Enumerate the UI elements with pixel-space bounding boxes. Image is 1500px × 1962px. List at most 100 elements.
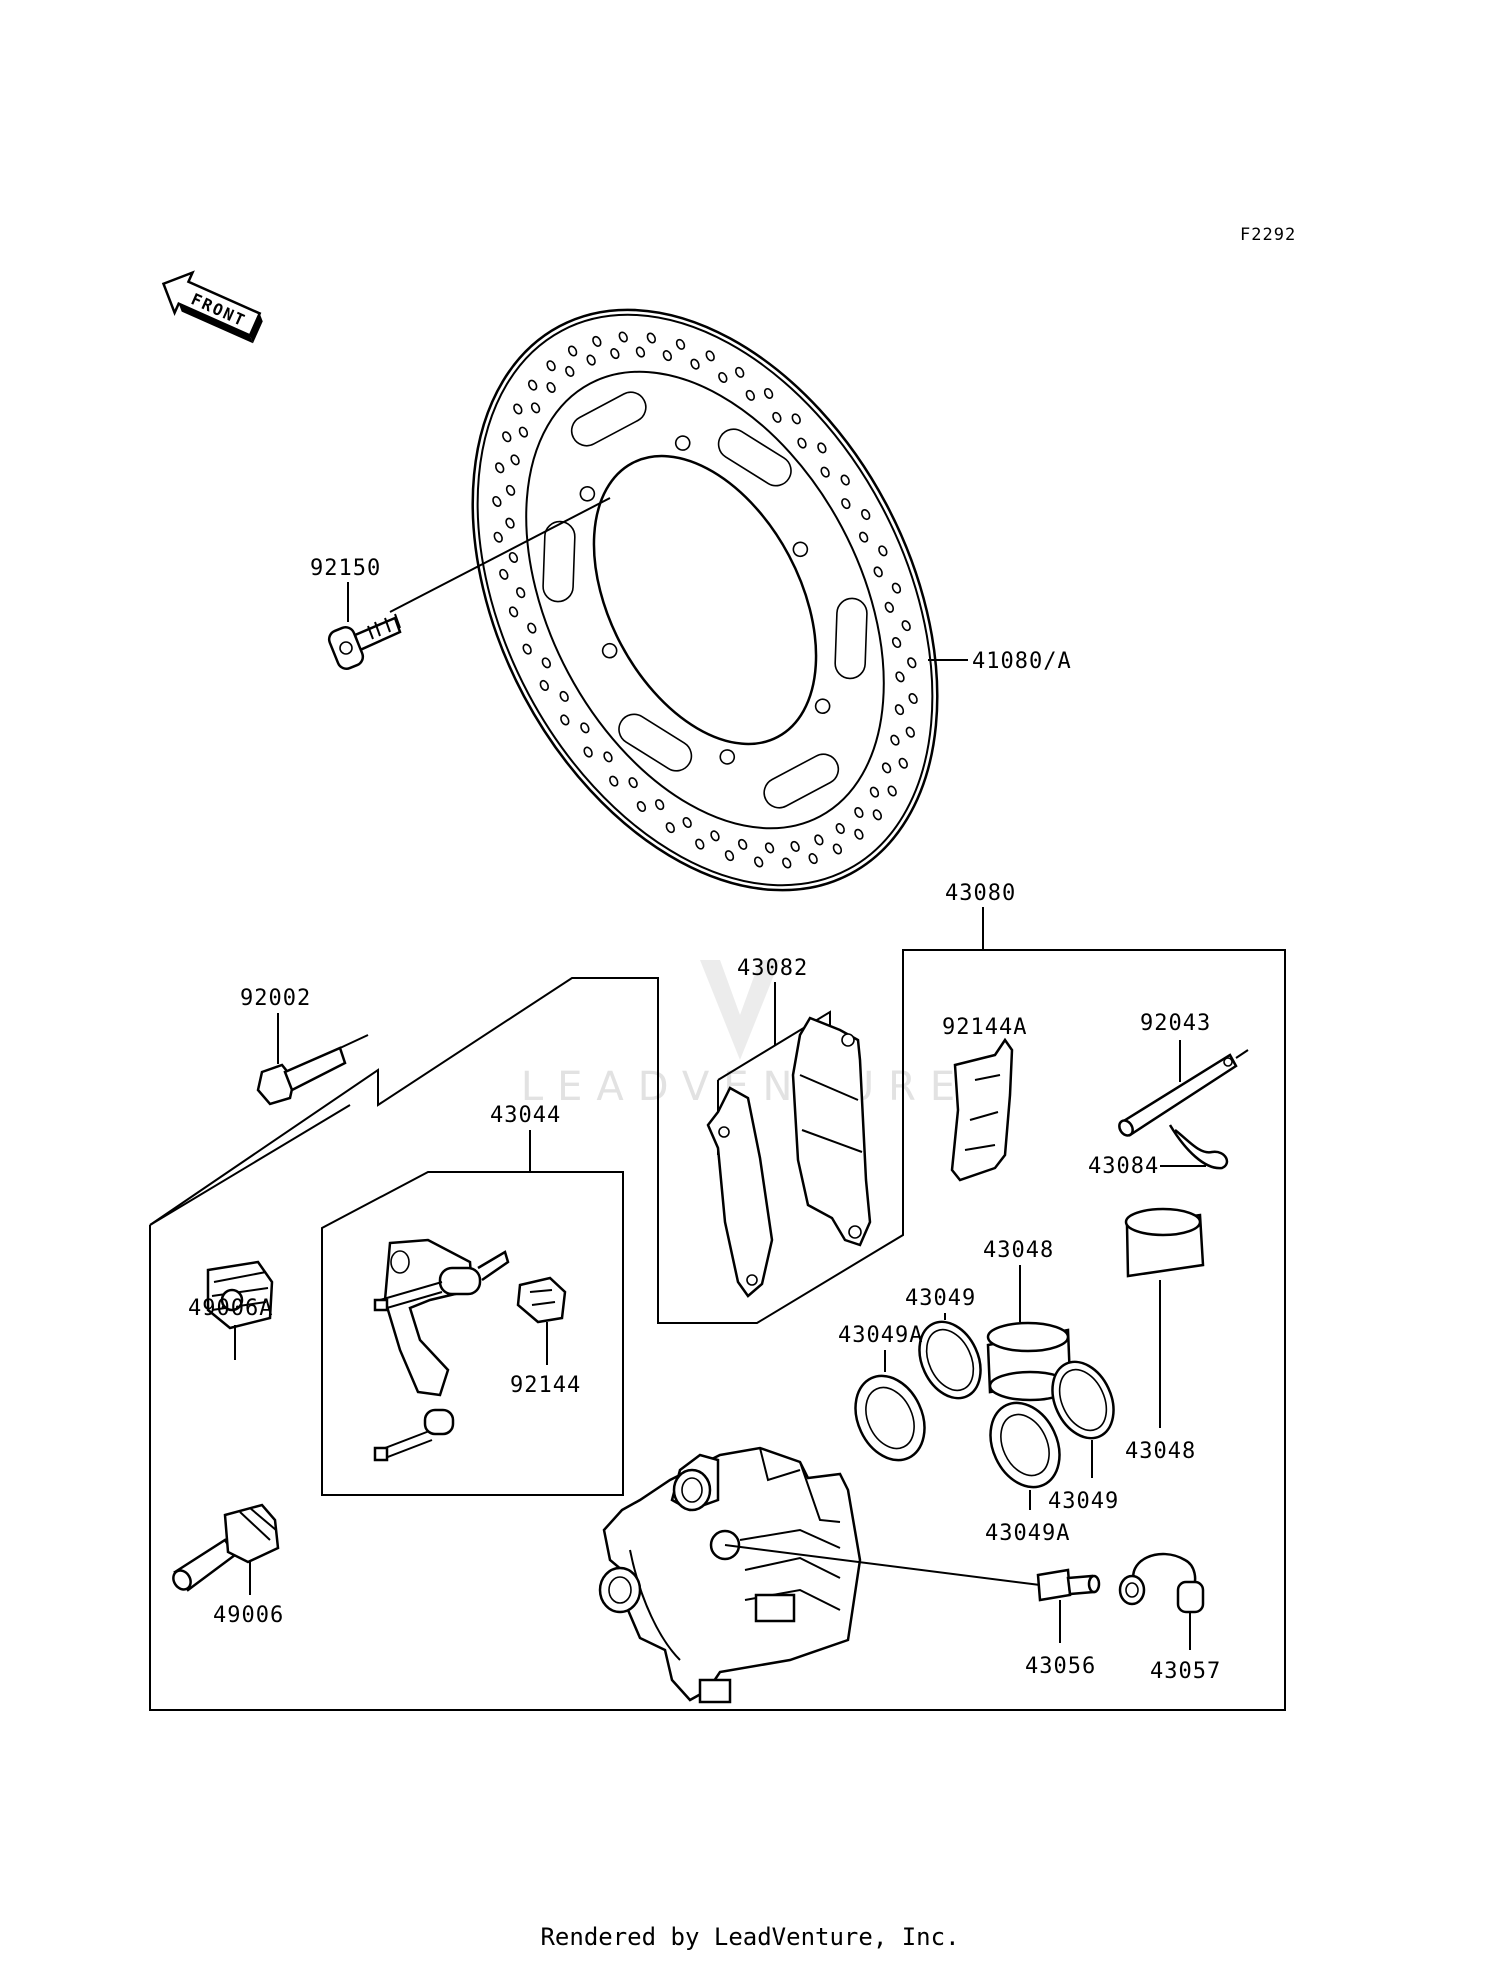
disc-drill-hole	[682, 817, 692, 829]
disc-drill-hole	[522, 643, 532, 655]
disc-drill-hole	[854, 807, 864, 819]
disc-drill-hole	[609, 775, 619, 787]
disc-drill-hole	[894, 704, 905, 716]
label-43056: 43056	[1025, 1654, 1096, 1679]
disc-drill-hole	[907, 657, 917, 669]
disc-drill-hole	[858, 531, 869, 543]
disc-drill-hole	[565, 365, 575, 377]
caliper-bracket	[373, 1238, 510, 1462]
bleed-valve-43056	[724, 1544, 1101, 1602]
disc-drill-hole	[567, 345, 578, 357]
caliper-assembly-frame	[149, 949, 1286, 1711]
disc-drill-hole	[735, 366, 745, 378]
label-92144A: 92144A	[942, 1015, 1027, 1040]
disc-drill-hole	[635, 346, 646, 358]
disc-drill-hole	[724, 850, 735, 862]
disc-drill-hole	[814, 834, 824, 846]
dust-seal-43049A-a	[854, 1374, 926, 1462]
disc-drill-hole	[675, 338, 686, 350]
disc-drill-hole	[753, 856, 764, 868]
label-92002: 92002	[240, 986, 311, 1011]
label-43048-b: 43048	[1125, 1439, 1196, 1464]
label-43049-a: 43049	[905, 1286, 976, 1311]
disc-drill-hole	[610, 348, 620, 360]
disc-drill-hole	[510, 454, 520, 466]
disc-slot	[717, 428, 792, 487]
disc-slot	[570, 391, 647, 447]
brake-pad-front	[706, 1086, 774, 1298]
disc-drill-hole	[873, 566, 883, 578]
disc-drill-hole	[908, 693, 918, 705]
disc-drill-hole	[662, 350, 673, 362]
disc-drill-hole	[832, 843, 843, 855]
disc-drill-hole	[618, 331, 628, 343]
disc-drill-hole	[881, 762, 892, 774]
label-43080: 43080	[945, 881, 1016, 906]
disc-drill-hole	[872, 809, 883, 821]
seal-43049-b	[1051, 1360, 1115, 1440]
disc-drill-hole	[710, 830, 720, 842]
disc-drill-hole	[527, 622, 537, 634]
disc-drill-hole	[884, 601, 894, 613]
disc-drill-hole	[508, 551, 519, 563]
disc-drill-hole	[541, 657, 552, 669]
label-43057: 43057	[1150, 1659, 1221, 1684]
disc-drill-hole	[508, 606, 519, 618]
disc-drill-hole	[763, 387, 774, 399]
disc-drill-hole	[861, 509, 871, 521]
label-43049A-b: 43049A	[985, 1521, 1070, 1546]
disc-drill-hole	[869, 786, 880, 798]
disc-bolt-hole	[601, 642, 618, 659]
bracket-subframe	[321, 1130, 624, 1496]
seal-43049-a	[918, 1320, 982, 1400]
disc-drill-hole	[583, 746, 593, 758]
disc-drill-hole	[539, 679, 549, 691]
disc-drill-hole	[841, 498, 851, 510]
disc-drill-hole	[492, 495, 502, 507]
disc-drill-hole	[891, 582, 902, 594]
disc-slot	[542, 520, 576, 603]
disc-drill-hole	[516, 587, 526, 599]
disc-drill-hole	[499, 568, 509, 580]
disc-drill-hole	[628, 777, 638, 789]
label-43049A-a: 43049A	[838, 1323, 923, 1348]
piston-43048-b	[1124, 1207, 1205, 1278]
disc-drill-hole	[546, 360, 556, 372]
caliper-body	[598, 1446, 862, 1704]
front-arrow-icon: FRONT	[161, 270, 263, 344]
disc-drill-hole	[592, 335, 602, 347]
label-92144: 92144	[510, 1373, 581, 1398]
disc-drill-hole	[505, 484, 516, 496]
pad-pin-92043	[1118, 1049, 1249, 1137]
disc-drill-hole	[530, 402, 541, 414]
disc-drill-hole	[808, 853, 818, 865]
clip-43084	[1168, 1124, 1229, 1170]
disc-bolt-hole	[814, 698, 831, 715]
disc-drill-hole	[636, 801, 647, 813]
brake-disc	[471, 308, 939, 892]
disc-drill-hole	[901, 620, 911, 632]
disc-drill-hole	[580, 722, 590, 734]
label-43049-b: 43049	[1048, 1489, 1119, 1514]
disc-drill-hole	[513, 403, 523, 415]
disc-drill-hole	[772, 411, 782, 423]
figure-code: F2292	[1240, 225, 1296, 245]
disc-drill-hole	[764, 842, 775, 854]
disc-drill-hole	[518, 426, 529, 438]
disc-drill-hole	[646, 332, 657, 344]
disc-drill-hole	[820, 466, 830, 478]
disc-drill-hole	[559, 690, 569, 702]
clip-92144	[516, 1276, 567, 1324]
disc-bolt-hole	[719, 749, 736, 765]
label-43084: 43084	[1088, 1154, 1159, 1179]
disc-drill-hole	[560, 714, 570, 726]
disc-drill-hole	[840, 474, 850, 486]
disc-drill-hole	[905, 726, 915, 738]
disc-bolt-hole	[792, 541, 809, 558]
disc-drill-hole	[797, 437, 807, 449]
label-92043: 92043	[1140, 1011, 1211, 1036]
label-49006A: 49006A	[188, 1296, 273, 1321]
disc-drill-hole	[690, 358, 700, 370]
label-41080A: 41080/A	[972, 649, 1072, 674]
disc-slot	[834, 597, 868, 680]
